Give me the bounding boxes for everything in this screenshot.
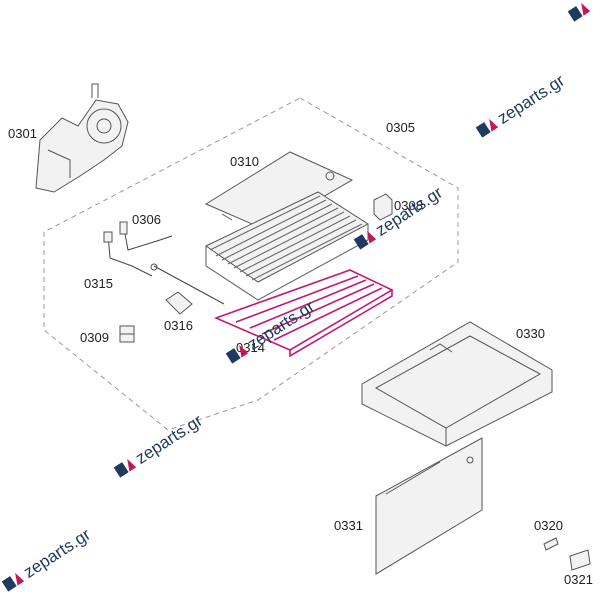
label-0310: 0310 xyxy=(230,154,259,169)
part-0301-fan-housing xyxy=(35,83,129,193)
label-0305: 0305 xyxy=(386,120,415,135)
watermark-text: zeparts.gr xyxy=(132,411,206,468)
part-0321-cap xyxy=(569,549,591,571)
part-0309-clip xyxy=(119,325,135,343)
part-0330-tray xyxy=(361,321,553,447)
watermark-4: zeparts.gr xyxy=(113,411,206,478)
zeparts-logo-icon xyxy=(1,572,25,592)
label-0331: 0331 xyxy=(334,518,363,533)
part-evaporator-coil xyxy=(205,191,369,301)
watermark-6-partial xyxy=(567,2,591,22)
zeparts-logo-icon xyxy=(113,458,137,478)
zeparts-logo-icon xyxy=(475,118,499,138)
label-0321: 0321 xyxy=(564,572,593,587)
zeparts-logo-icon xyxy=(353,230,377,250)
zeparts-logo-icon xyxy=(567,2,591,22)
part-0306-sensor xyxy=(119,221,173,251)
part-0314-defrost-heater xyxy=(213,269,394,358)
part-0310-cover-plate xyxy=(204,151,354,231)
watermark-3: zeparts.gr xyxy=(225,297,318,364)
part-0331-panel xyxy=(375,437,483,575)
label-0306: 0306 xyxy=(132,212,161,227)
watermark-1: zeparts.gr xyxy=(475,71,568,138)
label-0309: 0309 xyxy=(80,330,109,345)
part-0316-clip xyxy=(165,291,193,315)
part-0320-pin xyxy=(543,537,559,551)
part-0315-sensor xyxy=(103,231,225,305)
watermark-text: zeparts.gr xyxy=(494,71,568,128)
label-0320: 0320 xyxy=(534,518,563,533)
label-0315: 0315 xyxy=(84,276,113,291)
label-0330: 0330 xyxy=(516,326,545,341)
watermark-5: zeparts.gr xyxy=(1,525,94,592)
zeparts-logo-icon xyxy=(225,344,249,364)
watermark-2: zeparts.gr xyxy=(353,183,446,250)
label-0301: 0301 xyxy=(8,126,37,141)
watermark-text: zeparts.gr xyxy=(20,525,94,582)
label-0308: 0308 xyxy=(394,198,423,213)
part-0308-connector xyxy=(373,193,393,221)
label-0316: 0316 xyxy=(164,318,193,333)
